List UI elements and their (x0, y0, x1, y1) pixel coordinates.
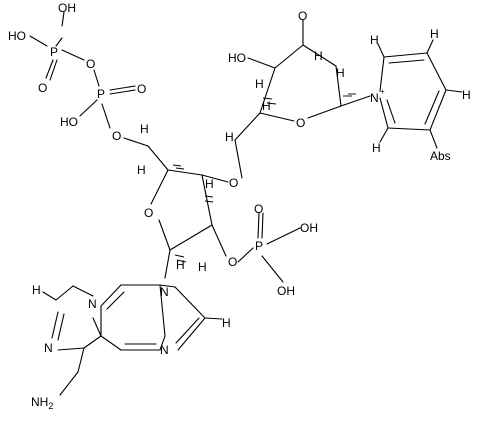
label-h-15: H (140, 122, 149, 136)
label-h-13: H (32, 283, 41, 297)
label-o-ring-right: O (296, 116, 305, 130)
label-o-dbl-low: O (254, 202, 263, 216)
label-oh-low-2: OH (277, 284, 295, 298)
label-h-6: H (262, 99, 271, 113)
label-ho-top-2: HO (8, 29, 26, 43)
label-h-2: H (205, 177, 214, 191)
label-o-phos-2: O (228, 255, 237, 269)
label-h-11: H (462, 88, 471, 102)
label-h-9: H (370, 33, 379, 47)
label-p-low: P (255, 239, 263, 253)
label-h-8: H (336, 66, 345, 80)
label-oh-top-1: OH (58, 1, 76, 15)
label-o-ring-left: O (144, 206, 153, 220)
label-abs: Abs (430, 149, 451, 163)
label-h-1: H (137, 163, 146, 177)
label-nh2-sub: 2 (48, 401, 53, 411)
label-p-top: P (50, 45, 58, 59)
stereo-hash-bonds (172, 93, 356, 263)
label-ho-mid: HO (60, 115, 78, 129)
label-n-plus: N (370, 91, 379, 105)
label-h-5: H (255, 77, 264, 91)
label-o-ether: O (229, 176, 238, 190)
label-ad-n3: N (88, 297, 97, 311)
label-h-12: H (372, 141, 381, 155)
label-o-dbl-top: O (38, 81, 47, 95)
label-h-3: H (198, 260, 207, 274)
bond-lines (29, 11, 463, 396)
label-p-mid: P (97, 87, 105, 101)
label-h-7: H (314, 49, 323, 63)
label-ho-sugar-2: HO (228, 51, 246, 65)
label-plus-charge: + (380, 87, 385, 96)
label-o-dbl-mid: O (137, 82, 146, 96)
label-ad-n7: N (160, 343, 169, 357)
label-o-5prime: O (112, 129, 121, 143)
label-oh-low-1: OH (300, 221, 318, 235)
label-o-minus: O (298, 9, 307, 23)
label-ad-n1: N (44, 341, 53, 355)
label-h-16: H (225, 130, 234, 144)
label-h-10: H (430, 27, 439, 41)
atom-labels: OH HO P O O P O HO O O O O P O OH OH HO … (8, 1, 471, 411)
label-h-4: H (176, 258, 185, 272)
label-nh2-main: NH (31, 395, 48, 409)
label-o-bridge-top: O (86, 57, 95, 71)
label-nh2: NH2 (31, 395, 53, 411)
label-h-14: H (222, 316, 231, 330)
label-ad-n9: N (160, 285, 169, 299)
